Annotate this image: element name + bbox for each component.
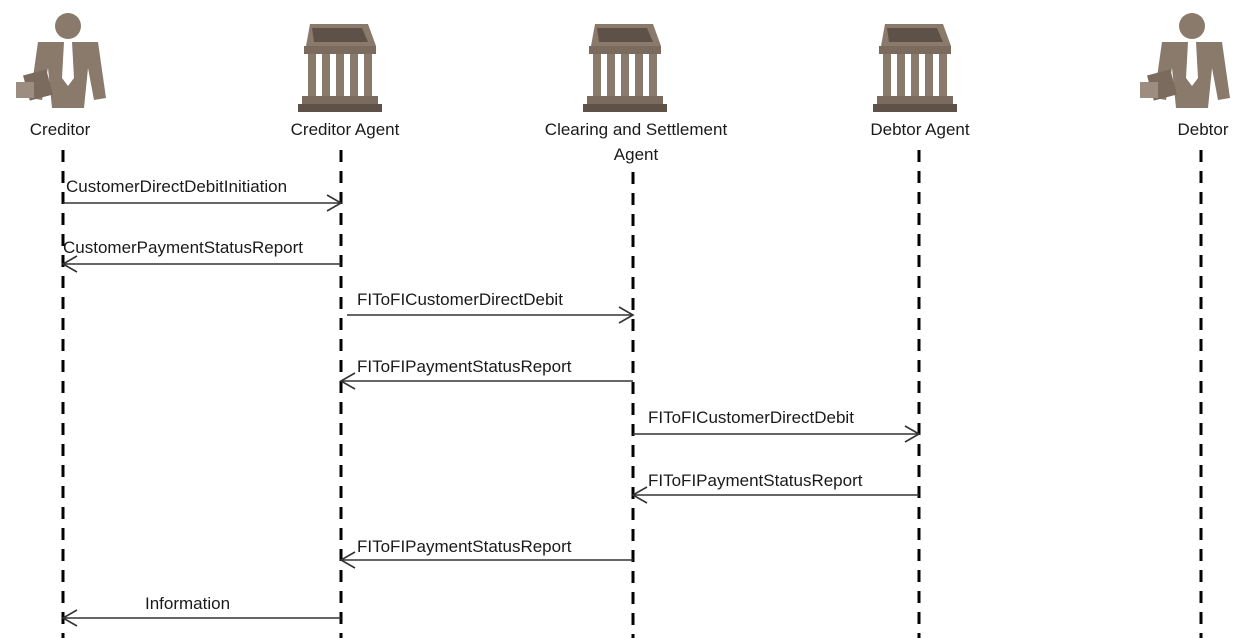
creditor-agent-bank-icon (298, 24, 382, 112)
message-4: FIToFIPaymentStatusReport (339, 357, 633, 390)
creditor-person-icon (16, 13, 106, 108)
debtor-agent-bank-icon (873, 24, 957, 112)
message-8: Information (61, 594, 341, 627)
message-label: CustomerDirectDebitInitiation (66, 177, 287, 196)
message-label: FIToFIPaymentStatusReport (357, 357, 572, 376)
message-6: FIToFIPaymentStatusReport (631, 471, 919, 504)
csa-bank-icon (583, 24, 667, 112)
message-5: FIToFICustomerDirectDebit (633, 408, 921, 443)
message-label: Information (145, 594, 230, 613)
participant-label-csa-line1: Clearing and Settlement (545, 120, 728, 139)
message-label: FIToFICustomerDirectDebit (357, 290, 563, 309)
participant-label-debtor-agent: Debtor Agent (870, 120, 970, 139)
debtor-person-icon (1140, 13, 1230, 108)
participant-label-creditor: Creditor (30, 120, 91, 139)
message-label: FIToFIPaymentStatusReport (357, 537, 572, 556)
message-1: CustomerDirectDebitInitiation (63, 177, 343, 212)
message-3: FIToFICustomerDirectDebit (347, 290, 635, 324)
message-label: CustomerPaymentStatusReport (63, 238, 303, 257)
message-label: FIToFIPaymentStatusReport (648, 471, 863, 490)
message-2: CustomerPaymentStatusReport (61, 238, 341, 273)
participant-label-debtor: Debtor (1177, 120, 1228, 139)
participant-label-csa-line2: Agent (614, 145, 659, 164)
message-7: FIToFIPaymentStatusReport (339, 537, 633, 569)
participant-label-creditor-agent: Creditor Agent (291, 120, 400, 139)
message-label: FIToFICustomerDirectDebit (648, 408, 854, 427)
